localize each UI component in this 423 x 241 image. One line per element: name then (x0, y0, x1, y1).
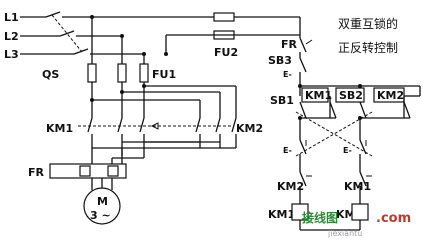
label-l1: L1 (4, 11, 19, 24)
label-motor-m: M (97, 195, 108, 208)
km1-hold-box (301, 87, 329, 103)
label-km2-int: KM2 (277, 180, 304, 193)
label-fr-ctrl: FR (281, 38, 298, 51)
label-l2: L2 (4, 30, 19, 43)
sb2-box (335, 87, 365, 103)
motor (83, 187, 121, 225)
label-motor-phase: 3 ~ (90, 209, 111, 222)
watermark-domain: jiexiantu (327, 229, 362, 238)
km2-hold-box (373, 87, 405, 103)
coil-km2 (351, 203, 369, 221)
label-km1-hold: KM1 (305, 89, 332, 102)
label-fu1: FU1 (152, 68, 176, 81)
watermark: 接线图 .com jiexiantu (302, 210, 411, 238)
fuse-fu1-a (87, 63, 97, 83)
label-qs: QS (42, 68, 59, 81)
fuse-fu2-top (213, 12, 235, 22)
label-e3: E- (343, 146, 352, 155)
supply-lines: L1 L2 L3 (4, 11, 300, 61)
fuse-fu1-b (117, 63, 127, 83)
label-sb3: SB3 (268, 54, 292, 67)
title-line-1: 双重互锁的 (338, 16, 398, 31)
label-km1-int: KM1 (344, 180, 371, 193)
label-sb2: SB2 (339, 89, 363, 102)
title-line-2: 正反转控制 (338, 40, 398, 55)
label-fr-main: FR (28, 166, 45, 179)
label-km1-main: KM1 (46, 122, 73, 135)
label-l3: L3 (4, 48, 19, 61)
label-sb1: SB1 (270, 94, 294, 107)
label-e2: E- (283, 146, 292, 155)
label-km2-hold: KM2 (377, 89, 404, 102)
label-fu2: FU2 (214, 46, 238, 59)
watermark-site-com: .com (376, 211, 411, 226)
main-circuit: QS FU1 KM1 KM2 (28, 15, 263, 225)
label-e1: E- (283, 70, 292, 79)
label-km1-coil: KM1 (268, 208, 295, 221)
fuse-fu1-c (139, 63, 149, 83)
label-km2-main: KM2 (236, 122, 263, 135)
watermark-site-cn: 接线图 (302, 210, 338, 225)
control-circuit: FU2 FR SB3 E- SB1 KM1 SB2 KM2 (164, 12, 421, 231)
